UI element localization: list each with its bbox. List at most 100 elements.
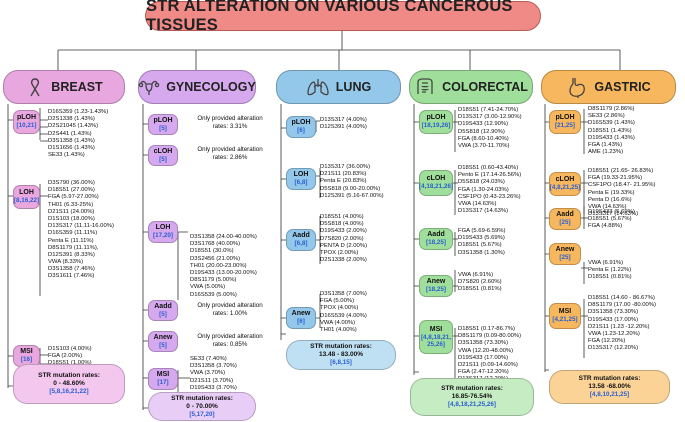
- gyn-rates-value: 0 - 70.00%: [186, 402, 218, 410]
- lung-aadd-list: D18S51 (4.00%)D5S818 (4.00%)D19S433 (2.0…: [320, 214, 367, 264]
- colo-ploh-label: pLOH: [426, 114, 446, 122]
- list-item: D3S790 (36.00%): [48, 180, 95, 186]
- list-item: SE33 (1.43%): [48, 152, 85, 159]
- page-title: STR ALTERATION ON VARIOUS CANCEROUS TISS…: [145, 0, 541, 34]
- gastric-cloh-refs: [4,8,21,25]: [549, 184, 581, 192]
- list-item: D19S433 (13.00-20.00%): [190, 269, 257, 276]
- list-item: D18S51 (0.60-43.40%): [458, 165, 519, 171]
- gyn-cloh-label: cLOH: [153, 147, 173, 155]
- gyn-aadd-refs: [5]: [159, 310, 167, 318]
- list-item: PENTA D (2.00%): [320, 242, 368, 249]
- uterus-icon: [138, 80, 160, 95]
- gastric-anew-label: Anew: [555, 246, 575, 254]
- gyn-anew-label: Anew: [153, 333, 173, 341]
- gyn-ploh-label: pLOH: [153, 116, 173, 124]
- lung-rates-refs: [6,8,15]: [330, 359, 352, 367]
- lung-rates-box: STR mutation rates: 13.48 - 83.00% [6,8,…: [286, 340, 396, 370]
- list-item: D13S317 (11.11-16.00%): [48, 223, 114, 230]
- ribbon-icon: [30, 78, 40, 97]
- colorectal-heading-label: COLORECTAL: [442, 80, 528, 94]
- gastric-anew-refs: [25]: [559, 254, 571, 262]
- breast-heading-label: BREAST: [51, 80, 103, 94]
- breast-rates-refs: [5,8,16,21,22]: [49, 388, 89, 396]
- gastric-ploh-box: pLOH [21,25]: [549, 110, 581, 134]
- gastric-rates-label: STR mutation rates:: [578, 375, 641, 383]
- list-item: D2S21045 (1.43%): [48, 123, 99, 130]
- gastric-ploh-list: D8S1179 (2.86%)SE33 (2.86%)D16S539 (1.43…: [588, 106, 635, 156]
- list-item: D3S1768 (40.00%): [190, 241, 241, 248]
- breast-loh-list: D3S790 (36.00%)D18S51 (27.00%)FGA (5.97-…: [48, 180, 114, 281]
- gastric-ploh-label: pLOH: [555, 114, 575, 122]
- colo-aadd-list: FGA (5.69-6.59%)D19S433 (5.69%)D18S51 (5…: [458, 228, 505, 257]
- list-item: D5S818 (9.00-20.00%): [320, 185, 381, 192]
- list-item: D13S317 (36.00%): [320, 164, 371, 170]
- list-item: FGA (2.00%): [48, 353, 83, 360]
- colo-cloh-label: cLOH: [426, 175, 446, 183]
- list-item: VWA (6.91%): [588, 260, 624, 266]
- gyn-cloh-refs: [5]: [159, 155, 167, 163]
- list-item: FGA (1.43%): [588, 141, 623, 148]
- list-item: D19S433 (17.00%): [588, 316, 639, 323]
- lungs-icon: [307, 79, 329, 96]
- list-item: D16S539 (1.43%): [588, 120, 635, 127]
- gyn-aadd-note: Only provided alteration rates: 1.00%: [197, 302, 263, 317]
- list-item: FGA (4.88%): [588, 223, 623, 230]
- gastric-heading-label: GASTRIC: [594, 80, 651, 94]
- lung-rates-value: 13.48 - 83.00%: [318, 351, 364, 359]
- stomach-icon: [569, 78, 586, 98]
- breast-ploh-list: D16S359 (1.23-1.43%)D2S1338 (1.43%)D2S21…: [48, 109, 108, 159]
- gyn-msi-label: MSI: [156, 371, 170, 379]
- list-item: D21S11 (1.23 -12.20%): [588, 323, 650, 330]
- gastric-aadd-refs: [25]: [559, 219, 571, 227]
- list-item: D18S51 (27.00%): [48, 187, 95, 194]
- gastric-aadd-list: D19S433 (5.69%)D18S51 (5.67%)FGA (4.88%): [588, 209, 635, 231]
- lung-heading-label: LUNG: [335, 80, 372, 94]
- lung-ploh-label: pLOH: [291, 119, 311, 127]
- list-item: D18S51 (0.17-86.7%): [458, 326, 515, 332]
- colo-rates-label: STR mutation rates:: [441, 385, 503, 393]
- list-item: D21S11 (3.70%): [190, 377, 234, 384]
- list-item: FGA (5.97-27.00%): [48, 194, 99, 201]
- breast-rates-box: STR mutation rates: 0 - 48.60% [5,8,16,2…: [13, 364, 125, 404]
- colo-aadd-box: Aadd [18,25]: [419, 228, 453, 250]
- list-item: AME (1.23%): [588, 149, 624, 156]
- list-item: VWA (12.20-48.00%): [458, 347, 514, 354]
- gyn-anew-box: Anew [5]: [148, 331, 178, 352]
- gastric-anew-list: VWA (6.91%)Penta E (1.22%)D18S51 (0.81%): [588, 260, 632, 282]
- breast-rates-label: STR mutation rates:: [38, 372, 100, 380]
- list-item: D13S317 (3.00-12.90%): [458, 114, 522, 121]
- lung-loh-box: LOH [6,8]: [286, 168, 316, 190]
- gastric-msi-box: MSI [4,21,25]: [549, 303, 581, 329]
- colo-aadd-label: Aadd: [427, 231, 445, 239]
- lung-loh-label: LOH: [293, 171, 309, 179]
- list-item: D3S2456 (21.00%): [190, 255, 241, 262]
- gyn-msi-box: MSI [17]: [148, 368, 178, 390]
- gastric-cloh-label: cLOH: [555, 176, 575, 184]
- list-item: D18S51 (30.0%): [190, 248, 234, 255]
- list-item: D2S1338 (2.00%): [320, 257, 367, 264]
- list-item: D3S1358 (7.46%): [48, 266, 95, 273]
- gynecology-heading-label: GYNECOLOGY: [166, 80, 256, 94]
- breast-msi-refs: [16]: [20, 356, 33, 364]
- colo-cloh-list: D18S51 (0.60-43.40%)Pento E (17.14-26.56…: [458, 165, 521, 215]
- lung-anew-refs: [6]: [297, 318, 305, 326]
- list-item: FGA (5.00%): [320, 298, 355, 305]
- list-item: D8S1179 (17.00 -80.00%): [588, 302, 657, 309]
- list-item: D12S391 (4.00%): [320, 124, 367, 131]
- list-item: Penta E (1.22%): [588, 267, 632, 274]
- list-item: TPOX (2.00%): [320, 249, 359, 256]
- colo-anew-list: VWA (6.91%)D7S820 (2.60%)D18S51 (0.81%): [458, 272, 502, 294]
- list-item: D3S1358 (1.43%): [48, 137, 95, 144]
- list-item: D16S539 (4.00%): [320, 312, 367, 319]
- gastric-rates-box: STR mutation rates: 13.58 -68.00% [4,8,1…: [549, 370, 670, 404]
- list-item: D13S317 (4.00%): [320, 117, 367, 123]
- gyn-cloh-note: Only provided alteration rates: 2.86%: [197, 146, 263, 161]
- list-item: D13S317 (14.63%): [588, 211, 639, 218]
- list-item: D1S1656 (1.43%): [48, 144, 95, 151]
- breast-ploh-label: pLOH: [16, 114, 37, 122]
- gyn-cloh-box: cLOH [5]: [148, 145, 178, 166]
- list-item: D7S820 (2.00%): [320, 235, 364, 242]
- gyn-loh-box: LOH [17,20]: [148, 221, 178, 243]
